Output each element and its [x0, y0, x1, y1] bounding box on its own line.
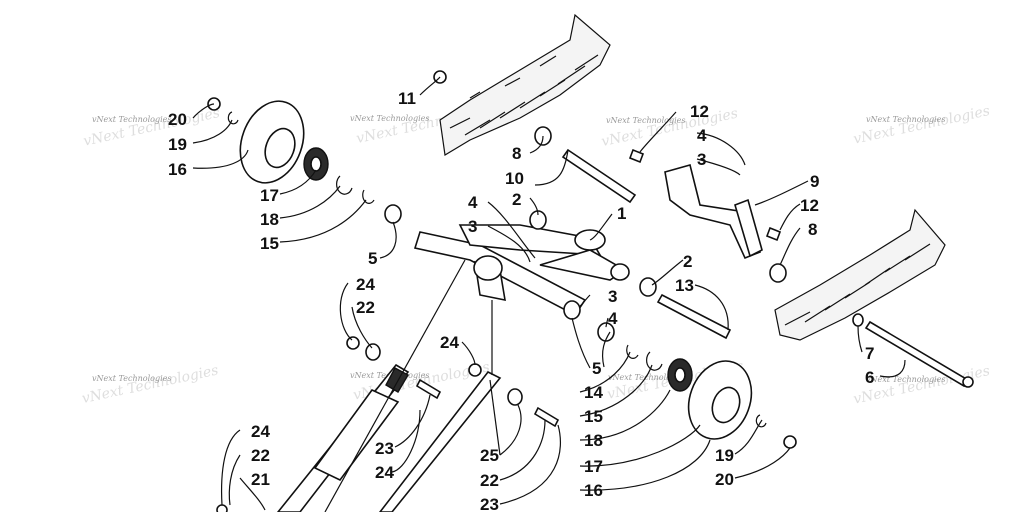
callout-2: 2	[683, 252, 692, 271]
callout-2: 2	[512, 190, 521, 209]
idler-wheel-right	[626, 344, 797, 449]
watermark-text: vNext Technologies	[608, 373, 687, 382]
callout-24: 24	[440, 333, 459, 352]
callout-22: 22	[251, 446, 270, 465]
callout-4: 4	[468, 193, 478, 212]
shafts	[561, 148, 974, 388]
callout-20: 20	[715, 470, 734, 489]
callout-17: 17	[584, 457, 603, 476]
callout-21: 21	[251, 470, 270, 489]
watermark-text: vNext Technologies	[606, 116, 685, 125]
callout-6: 6	[865, 368, 874, 387]
mount-bracket	[664, 164, 763, 260]
callout-4: 4	[608, 309, 618, 328]
callout-18: 18	[584, 431, 603, 450]
left-rail	[439, 13, 611, 156]
callout-16: 16	[584, 481, 603, 500]
callout-1: 1	[617, 204, 626, 223]
callout-4: 4	[697, 126, 707, 145]
callout-23: 23	[480, 495, 499, 512]
watermark-shadow: vNext Technologies	[600, 105, 739, 150]
watermark-text: vNext Technologies	[866, 115, 945, 124]
callout-19: 19	[168, 135, 187, 154]
callout-24: 24	[251, 422, 270, 441]
callout-18: 18	[260, 210, 279, 229]
callout-24: 24	[375, 463, 394, 482]
watermark-shadow: vNext Technologies	[852, 103, 991, 148]
callout-16: 16	[168, 160, 187, 179]
watermark-shadow: vNext Technologies	[80, 362, 219, 407]
callout-3: 3	[608, 287, 617, 306]
callout-10: 10	[505, 169, 524, 188]
callout-9: 9	[810, 172, 819, 191]
callout-labels: 11 20 19 16 17 18 15 5 8 10 4 3 2 1 12 4…	[168, 89, 874, 512]
callout-14: 14	[584, 383, 603, 402]
callout-22: 22	[480, 471, 499, 490]
watermark-text: vNext Technologies	[350, 114, 429, 123]
callout-5: 5	[592, 359, 601, 378]
idler-wheel-left	[207, 97, 375, 204]
callout-15: 15	[584, 407, 603, 426]
callout-15: 15	[260, 234, 279, 253]
callout-11: 11	[398, 89, 416, 108]
callout-25: 25	[480, 446, 499, 465]
watermark-text: vNext Technologies	[92, 115, 171, 124]
callout-17: 17	[260, 186, 279, 205]
callout-22: 22	[356, 298, 375, 317]
callout-8: 8	[512, 144, 521, 163]
leader-lines	[192, 76, 906, 512]
linkage-rod	[378, 370, 502, 512]
callout-12: 12	[690, 102, 709, 121]
callout-23: 23	[375, 439, 394, 458]
watermarks: vNext Technologies vNext Technologies vN…	[80, 102, 991, 407]
watermark-text: vNext Technologies	[92, 374, 171, 383]
callout-20: 20	[168, 110, 187, 129]
callout-19: 19	[715, 446, 734, 465]
shock-absorber	[216, 363, 410, 512]
callout-13: 13	[675, 276, 694, 295]
right-rail	[774, 208, 946, 341]
watermark-shadow: vNext Technologies	[82, 105, 221, 150]
callout-12: 12	[800, 196, 819, 215]
callout-5: 5	[368, 249, 377, 268]
callout-3: 3	[468, 217, 477, 236]
callout-7: 7	[865, 344, 874, 363]
callout-8: 8	[808, 220, 817, 239]
callout-24: 24	[356, 275, 375, 294]
callout-3: 3	[697, 150, 706, 169]
suspension-arm	[413, 224, 630, 320]
hardware	[346, 70, 864, 428]
watermark-text: vNext Technologies	[866, 375, 945, 384]
